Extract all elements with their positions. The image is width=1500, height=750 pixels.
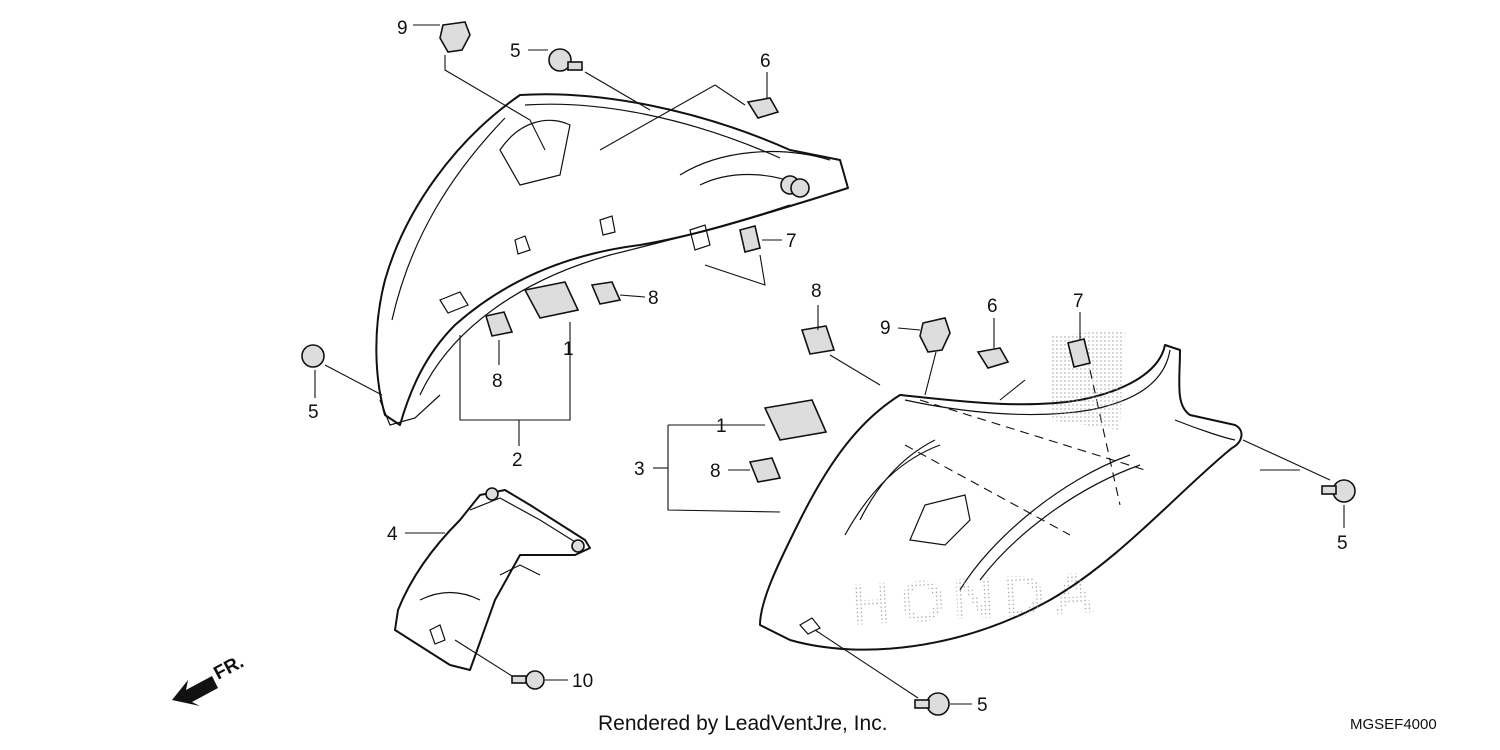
callout-9-upper: 9: [397, 18, 408, 39]
callout-1-right: 1: [716, 416, 727, 437]
callout-2: 2: [512, 450, 523, 471]
callout-8-right-upper: 8: [811, 281, 822, 302]
credit-text: Rendered by LeadVentJre, Inc.: [598, 712, 888, 735]
callout-6-upper: 6: [760, 51, 771, 72]
callouts: 9 5 6 7 8 1 8 5 2 8 9 6 7 1 3 8 5 4 10 5: [308, 18, 1348, 716]
diagram-code: MGSEF4000: [1350, 716, 1437, 733]
callout-5-right: 5: [1337, 533, 1348, 554]
watermark-text: HONDA: [848, 560, 1104, 638]
callout-5-left: 5: [308, 402, 319, 423]
upper-cowl: [375, 93, 849, 426]
callout-5-bottom: 5: [977, 695, 988, 716]
inner-cover: [394, 487, 591, 671]
callout-10: 10: [572, 671, 593, 692]
hardware: [301, 21, 1356, 716]
front-direction-arrow: FR.: [172, 652, 247, 706]
callout-8-lower-left: 8: [492, 371, 503, 392]
callout-8-right-mid: 8: [710, 461, 721, 482]
callout-5-upper: 5: [510, 41, 521, 62]
callout-7-upper: 7: [786, 231, 797, 252]
watermark-wing: [1050, 330, 1125, 430]
front-direction-label: FR.: [210, 652, 247, 685]
callout-8-upper: 8: [648, 288, 659, 309]
callout-4: 4: [387, 524, 398, 545]
callout-9-right: 9: [880, 318, 891, 339]
callout-6-right: 6: [987, 296, 998, 317]
callout-1-upper: 1: [563, 339, 574, 360]
callout-7-right: 7: [1073, 291, 1084, 312]
leader-lines: [314, 24, 1345, 705]
callout-3: 3: [634, 459, 645, 480]
